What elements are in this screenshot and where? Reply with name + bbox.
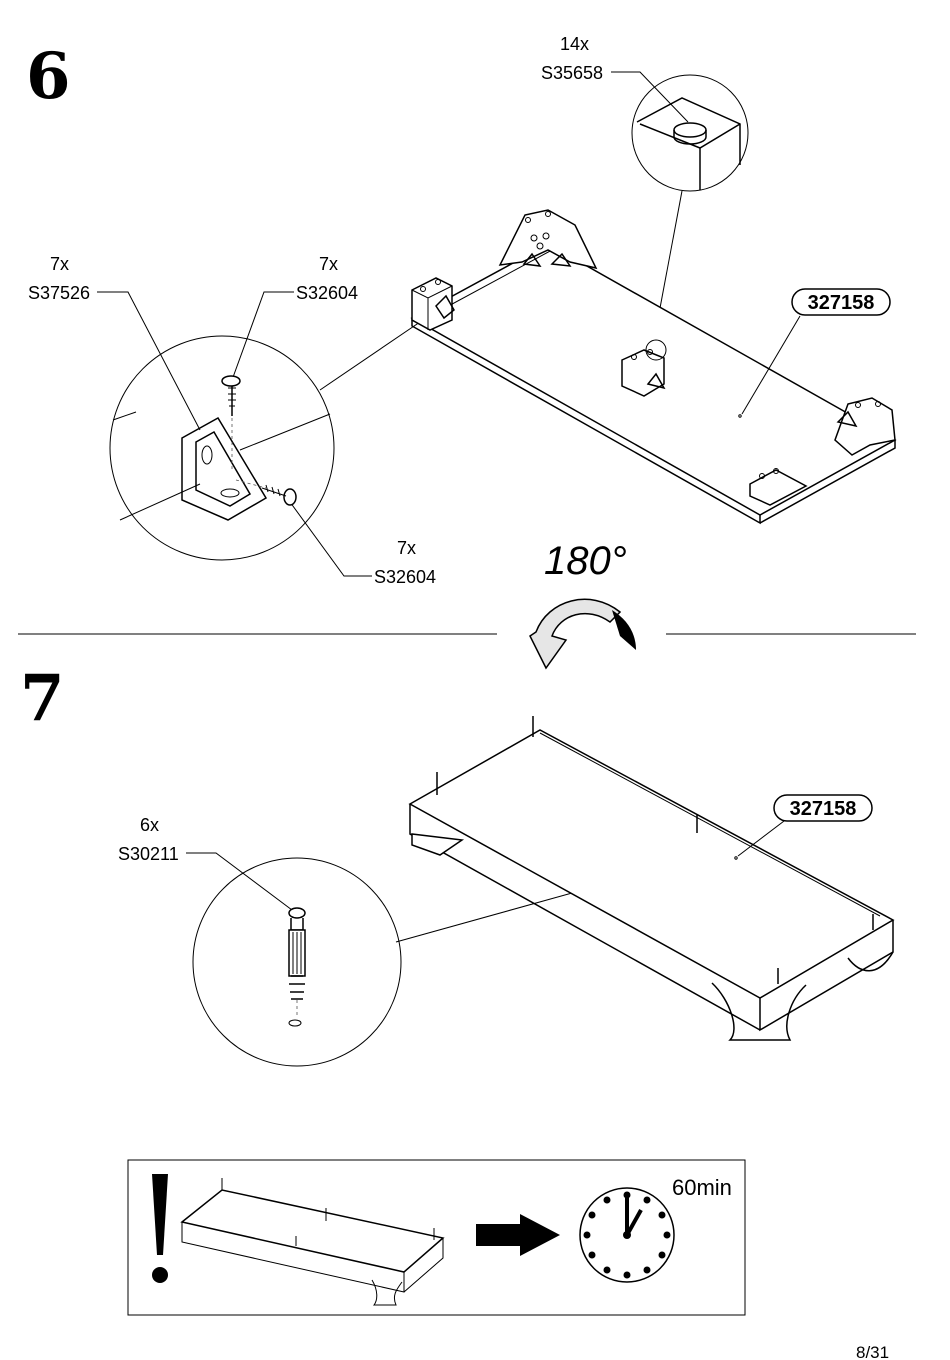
- drying-time-note: 60min: [127, 1159, 746, 1316]
- arrow-right-icon: [476, 1214, 560, 1256]
- board-with-feet: [410, 209, 897, 525]
- leader-line: [231, 291, 294, 381]
- part-number-badge: 327158: [791, 288, 891, 316]
- callout-quantity: 7x: [50, 254, 69, 274]
- callout-part-code: S30211: [118, 844, 179, 864]
- step-number: 6: [26, 39, 71, 114]
- callout-quantity: 6x: [140, 815, 159, 835]
- callout-quantity: 7x: [397, 538, 416, 558]
- callout-part-code: S32604: [374, 567, 436, 587]
- callout-quantity: 7x: [319, 254, 338, 274]
- callout-part-code: S37526: [28, 283, 90, 303]
- drying-time: 60min: [672, 1175, 732, 1200]
- leader-line: [97, 291, 201, 431]
- detail-circle-angle-bracket: [109, 321, 421, 561]
- page-number: 8/31: [856, 1343, 889, 1360]
- leader-line: [186, 852, 293, 911]
- part-number-badge: 327158: [773, 794, 873, 822]
- rotate-indicator: 180°: [529, 539, 636, 670]
- callout-part-code: S32604: [296, 283, 358, 303]
- leader-line: [289, 501, 372, 577]
- board-on-feet: [408, 716, 895, 1041]
- part-number: 327158: [808, 292, 875, 314]
- detail-circle-cam-plug: [631, 74, 749, 341]
- exclamation-icon: [152, 1174, 168, 1255]
- callout-quantity: 14x: [560, 34, 589, 54]
- rotation-angle: 180°: [544, 539, 627, 583]
- step-6: 6 14x S35658 7x S37526 7x S32604 7x S326…: [26, 34, 897, 670]
- step-number: 7: [20, 661, 65, 736]
- board-thumbnail: [180, 1178, 445, 1306]
- part-number: 327158: [790, 798, 857, 820]
- rotate-arrow-icon: [529, 598, 622, 670]
- clock-icon: [579, 1187, 675, 1283]
- leader-line: [611, 71, 689, 123]
- step-7: 7 6x S30211: [20, 661, 895, 1067]
- callout-part-code: S35658: [541, 63, 603, 83]
- detail-circle-cam-bolt: [192, 857, 621, 1067]
